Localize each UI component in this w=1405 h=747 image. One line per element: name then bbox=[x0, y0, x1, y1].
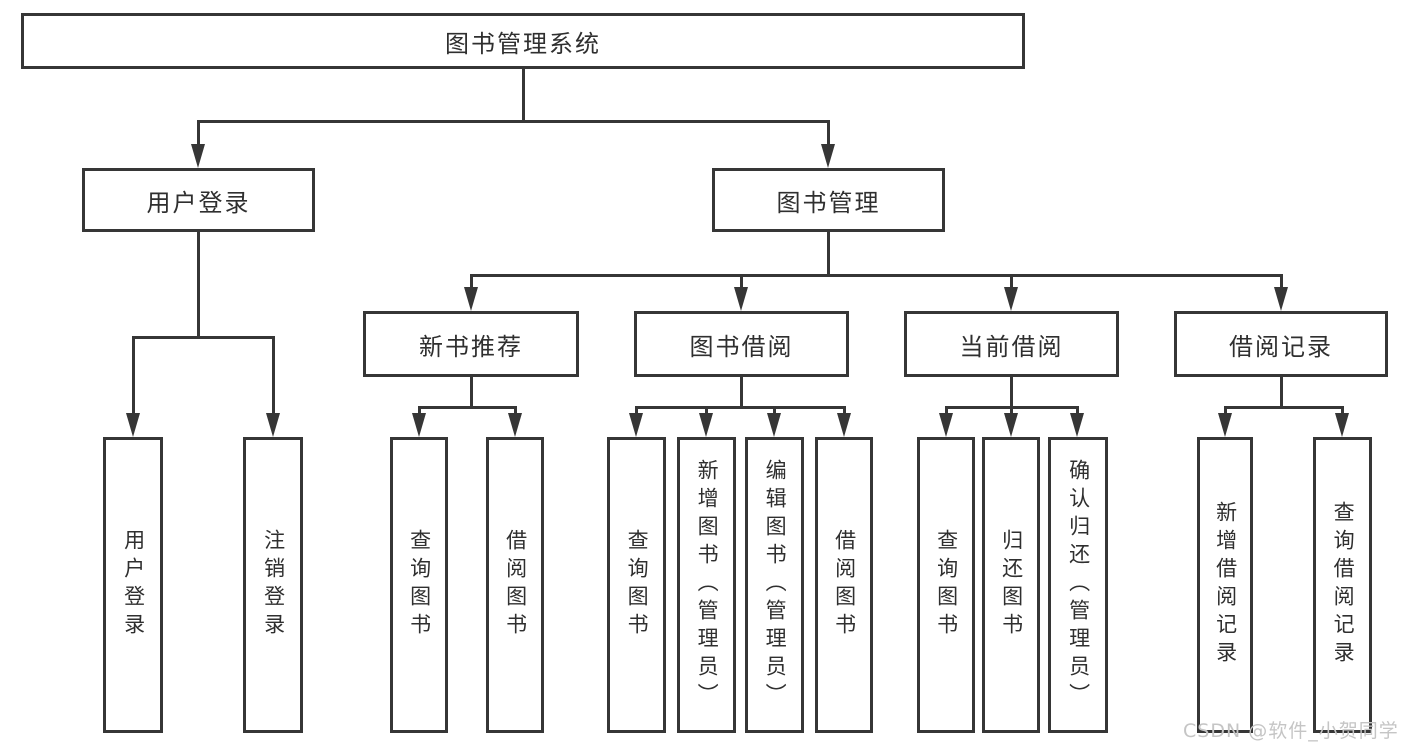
connector-line bbox=[740, 377, 743, 409]
connector-line bbox=[1010, 274, 1013, 290]
leaf-borrow-books-borrowing: 借阅图书 bbox=[815, 437, 873, 733]
arrow-down-icon bbox=[508, 413, 522, 437]
connector-line bbox=[418, 406, 517, 409]
connector-line bbox=[197, 120, 830, 123]
arrow-down-icon bbox=[1218, 413, 1232, 437]
connector-line bbox=[1280, 274, 1283, 290]
leaf-add-borrow-record: 新增借阅记录 bbox=[1197, 437, 1253, 733]
node-borrowing-records: 借阅记录 bbox=[1174, 311, 1388, 377]
csdn-watermark: CSDN @软件_小贺同学 bbox=[1183, 720, 1399, 742]
connector-line bbox=[773, 406, 776, 416]
arrow-down-icon bbox=[734, 287, 748, 311]
leaf-confirm-return-admin: 确认归还（管理员） bbox=[1048, 437, 1108, 733]
connector-line bbox=[1010, 377, 1013, 409]
arrow-down-icon bbox=[1004, 413, 1018, 437]
leaf-query-books-recommend: 查询图书 bbox=[390, 437, 448, 733]
leaf-query-books-current: 查询图书 bbox=[917, 437, 975, 733]
arrow-down-icon bbox=[191, 144, 205, 168]
node-book-borrowing: 图书借阅 bbox=[634, 311, 849, 377]
arrow-down-icon bbox=[266, 413, 280, 437]
connector-line bbox=[945, 406, 948, 416]
connector-line bbox=[522, 69, 525, 123]
node-current-borrowing: 当前借阅 bbox=[904, 311, 1119, 377]
connector-line bbox=[635, 406, 638, 416]
connector-line bbox=[1076, 406, 1079, 416]
connector-line bbox=[843, 406, 846, 416]
connector-line bbox=[1341, 406, 1344, 416]
arrow-down-icon bbox=[464, 287, 478, 311]
connector-line bbox=[635, 406, 846, 409]
node-user-login: 用户登录 bbox=[82, 168, 315, 232]
arrow-down-icon bbox=[1070, 413, 1084, 437]
connector-line bbox=[705, 406, 708, 416]
connector-line bbox=[514, 406, 517, 416]
arrow-down-icon bbox=[126, 413, 140, 437]
connector-line bbox=[418, 406, 421, 416]
connector-line bbox=[132, 336, 135, 417]
leaf-logout: 注销登录 bbox=[243, 437, 303, 733]
connector-line bbox=[470, 274, 473, 290]
node-new-book-recommendation: 新书推荐 bbox=[363, 311, 579, 377]
arrow-down-icon bbox=[821, 144, 835, 168]
node-root: 图书管理系统 bbox=[21, 13, 1025, 69]
connector-line bbox=[132, 336, 275, 339]
arrow-down-icon bbox=[837, 413, 851, 437]
leaf-add-books-admin: 新增图书（管理员） bbox=[677, 437, 736, 733]
arrow-down-icon bbox=[412, 413, 426, 437]
connector-line bbox=[740, 274, 743, 290]
connector-line bbox=[197, 120, 200, 148]
connector-line bbox=[470, 274, 1283, 277]
arrow-down-icon bbox=[939, 413, 953, 437]
connector-line bbox=[470, 377, 473, 409]
leaf-query-books-borrowing: 查询图书 bbox=[607, 437, 666, 733]
connector-line bbox=[827, 232, 830, 277]
arrow-down-icon bbox=[1274, 287, 1288, 311]
leaf-borrow-books-recommend: 借阅图书 bbox=[486, 437, 544, 733]
leaf-edit-books-admin: 编辑图书（管理员） bbox=[745, 437, 804, 733]
connector-line bbox=[272, 336, 275, 417]
connector-line bbox=[1010, 406, 1013, 416]
connector-line bbox=[1224, 406, 1344, 409]
connector-line bbox=[1224, 406, 1227, 416]
node-book-management: 图书管理 bbox=[712, 168, 945, 232]
connector-line bbox=[197, 232, 200, 339]
leaf-query-borrow-record: 查询借阅记录 bbox=[1313, 437, 1372, 733]
arrow-down-icon bbox=[699, 413, 713, 437]
arrow-down-icon bbox=[767, 413, 781, 437]
leaf-user-login: 用户登录 bbox=[103, 437, 163, 733]
arrow-down-icon bbox=[1004, 287, 1018, 311]
connector-line bbox=[1280, 377, 1283, 409]
leaf-return-books: 归还图书 bbox=[982, 437, 1040, 733]
arrow-down-icon bbox=[629, 413, 643, 437]
arrow-down-icon bbox=[1335, 413, 1349, 437]
connector-line bbox=[827, 120, 830, 148]
